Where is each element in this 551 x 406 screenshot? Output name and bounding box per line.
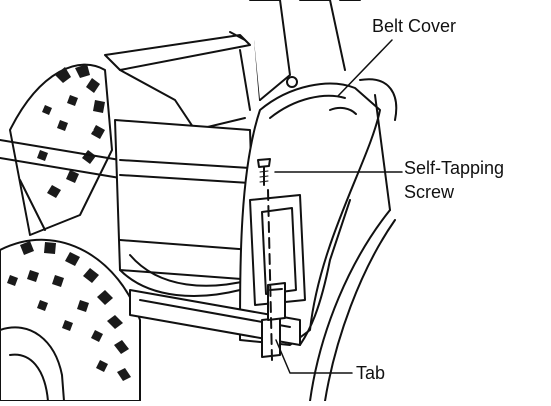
self-tapping-screw bbox=[257, 158, 271, 186]
right-housing bbox=[309, 78, 398, 402]
belt-cover-label: Belt Cover bbox=[372, 16, 457, 36]
bracket-panel bbox=[114, 119, 256, 297]
self-tapping-label: Self-Tapping bbox=[404, 158, 505, 178]
screw-label: Screw bbox=[404, 182, 455, 202]
leader-tab bbox=[275, 339, 353, 374]
tab-label: Tab bbox=[356, 363, 386, 383]
leader-lines bbox=[274, 39, 403, 374]
front-tire bbox=[0, 238, 141, 402]
handle-bar bbox=[0, 139, 121, 231]
screw-axis-dashed-line bbox=[267, 189, 273, 361]
belt-cover bbox=[239, 82, 381, 346]
leader-belt-cover bbox=[337, 39, 393, 97]
upper-housing bbox=[104, 0, 361, 131]
